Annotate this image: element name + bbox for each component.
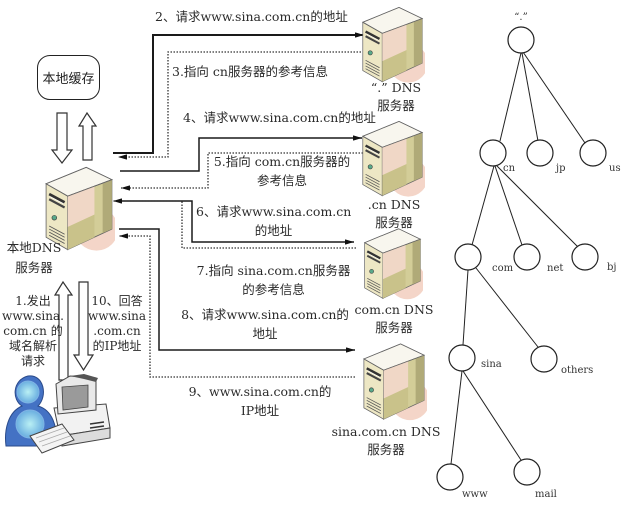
- tree-label-bj: bj: [607, 262, 617, 273]
- user-person-icon: [5, 375, 57, 447]
- tree-label-root: “.”: [514, 12, 527, 23]
- tree-label-sina: sina: [481, 359, 502, 370]
- tree-edge-root-jp: [521, 52, 539, 142]
- tree-edge-com-others: [475, 267, 539, 348]
- msg-4-label: 4、请求www.sina.com.cn的地址: [183, 110, 376, 125]
- sinacomcn-dns-server-label: sina.com.cn DNS 服务器: [331, 424, 441, 457]
- msg-3-referral-cn-line: [118, 51, 367, 160]
- tree-edge-com-sina: [462, 269, 469, 346]
- tree-edge-root-cn: [499, 52, 522, 142]
- msg-2-label: 2、请求www.sina.com.cn的地址: [155, 9, 348, 24]
- tree-edge-cn-bj: [495, 164, 579, 248]
- tree-node-us: [579, 139, 607, 167]
- tree-node-net: [513, 243, 541, 271]
- local-dns-label: 本地DNS 服务器: [6, 240, 62, 275]
- msg-8-request-sina-line: [119, 228, 355, 353]
- local-cache-label: 本地缓存: [42, 72, 95, 87]
- msg-8-label: 8、请求www.sina.com.cn的 地址: [181, 307, 349, 341]
- client-answer-hollow-arrow: [72, 281, 95, 372]
- msg-4-request-cn-line: [120, 135, 362, 172]
- msg-7-label: 7.指向 sina.com.cn服务器 的参考信息: [196, 263, 351, 297]
- tree-edge-sina-mail: [462, 370, 522, 461]
- user-computer-icon: [5, 374, 111, 454]
- tree-node-others: [530, 345, 558, 373]
- dns-to-cache-hollow-arrow: [77, 111, 98, 161]
- msg-9-ip-answer-line: [119, 233, 355, 378]
- comcn-dns-server-label: com.cn DNS 服务器: [354, 302, 434, 335]
- tree-node-cn: [479, 139, 507, 167]
- tree-label-cn: cn: [503, 163, 516, 174]
- tree-label-com: com: [492, 263, 514, 274]
- root-dns-server-label: “.” DNS 服务器: [370, 80, 422, 113]
- client-answer-label: 10、回答 www.sina .com.cn 的IP地址: [87, 294, 147, 353]
- keyboard-icon: [29, 423, 75, 454]
- tree-label-us: us: [609, 163, 621, 174]
- tree-node-www: [436, 463, 464, 491]
- msg-6-request-comcn-line: [117, 200, 354, 245]
- tree-edge-root-us: [522, 51, 586, 144]
- tree-label-mail: mail: [535, 489, 557, 500]
- msg-5-referral-comcn-line: [121, 152, 363, 191]
- tree-edge-cn-com: [471, 165, 495, 246]
- tree-node-mail: [513, 458, 541, 486]
- tree-edge-sina-www: [450, 370, 463, 465]
- tree-node-jp: [526, 139, 554, 167]
- msg-3-label: 3.指向 cn服务器的参考信息: [172, 64, 328, 79]
- tree-node-sina: [448, 344, 476, 372]
- msg-7-referral-sina-line: [113, 198, 356, 249]
- tree-label-others: others: [561, 365, 593, 376]
- computer-icon: [53, 374, 111, 447]
- tree-node-bj: [571, 243, 599, 271]
- client-request-label: 1.发出 www.sina. com.cn 的 域名解析 请求: [2, 294, 64, 368]
- tree-node-root: [507, 26, 535, 54]
- local-cache-box: 本地缓存: [37, 55, 100, 100]
- cn-dns-server-label: .cn DNS 服务器: [367, 197, 421, 230]
- tree-edge-cn-net: [494, 165, 523, 246]
- msg-9-label: 9、www.sina.com.cn的 IP地址: [188, 384, 332, 418]
- tree-label-net: net: [547, 263, 563, 274]
- msg-6-label: 6、请求www.sina.com.cn 的地址: [196, 204, 352, 238]
- cache-to-dns-hollow-arrow: [50, 112, 74, 164]
- tree-label-jp: jp: [555, 163, 566, 174]
- msg-5-label: 5.指向 com.cn服务器的 参考信息: [213, 154, 351, 188]
- tree-node-com: [454, 243, 482, 271]
- msg-2-request-root-line: [113, 32, 364, 154]
- tree-label-www: www: [462, 489, 488, 500]
